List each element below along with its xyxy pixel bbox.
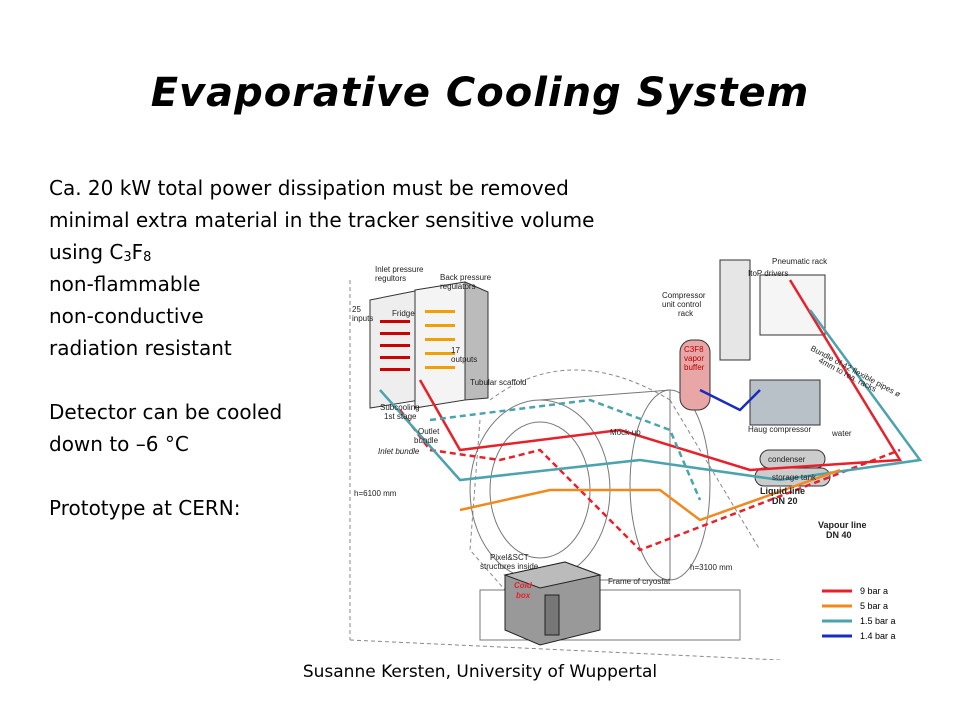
cooling-system-diagram: Inlet pressure regultors Back pressure r… bbox=[349, 257, 923, 660]
bullet-cooled-temp: down to –6 °C bbox=[49, 432, 189, 456]
label-fridge: Fridge bbox=[392, 309, 415, 318]
label-c3f8: C3F8 bbox=[684, 345, 704, 354]
label-haug: Haug compressor bbox=[748, 425, 811, 434]
footer-credit: Susanne Kersten, University of Wuppertal bbox=[302, 662, 658, 682]
label-compressor-rack-3: rack bbox=[678, 309, 694, 318]
label-pixel-2: structures inside bbox=[480, 562, 539, 571]
bullet-using: using C3F8 bbox=[49, 236, 594, 268]
label-outlet: Outlet bbox=[418, 427, 440, 436]
legend-label: 5 bar a bbox=[860, 601, 888, 611]
bullet-prototype: Prototype at CERN: bbox=[49, 496, 241, 520]
label-storage: storage tank bbox=[772, 473, 817, 482]
label-inlet-regulators: Inlet pressure bbox=[375, 265, 424, 274]
label-liquid-2: DN 20 bbox=[772, 496, 798, 506]
bullet-radiation: radiation resistant bbox=[49, 336, 232, 360]
pressure-legend: 9 bar a 5 bar a 1.5 bar a 1.4 bar a bbox=[822, 586, 896, 641]
slide-title: Evaporative Cooling System bbox=[150, 70, 810, 116]
label-frame: Frame of cryostat bbox=[608, 577, 671, 586]
legend-label: 9 bar a bbox=[860, 586, 888, 596]
label-back-regulators: Back pressure bbox=[440, 273, 492, 282]
label-inputs-num: 25 bbox=[352, 305, 361, 314]
f-subscript: 8 bbox=[143, 250, 152, 265]
label-pneumatic: Pneumatic rack bbox=[772, 257, 828, 266]
label-liquid: Liquid line bbox=[760, 486, 805, 496]
label-subcooling: Subcooling bbox=[380, 403, 420, 412]
label-tubular: Tubular scaffold bbox=[470, 378, 526, 387]
label-vapour: Vapour line bbox=[818, 520, 867, 530]
legend-label: 1.5 bar a bbox=[860, 616, 896, 626]
label-vapor: vapor bbox=[684, 354, 704, 363]
label-bundle42: Bundle of 42 flexible pipes ø bbox=[809, 344, 902, 399]
label-outputs: outputs bbox=[451, 355, 477, 364]
label-mockup: Mock-up bbox=[610, 428, 641, 437]
label-cold: Cold bbox=[514, 581, 533, 590]
label-compressor-rack: Compressor bbox=[662, 291, 706, 300]
label-inputs: inputs bbox=[352, 314, 373, 323]
label-condenser: condenser bbox=[768, 455, 806, 464]
f-letter: F bbox=[131, 240, 144, 264]
label-h6100: h=6100 mm bbox=[354, 489, 397, 498]
label-inlet-regulators-2: regultors bbox=[375, 274, 406, 283]
label-outputs-num: 17 bbox=[451, 346, 460, 355]
label-compressor-rack-2: unit control bbox=[662, 300, 701, 309]
label-back-regulators-2: regulators bbox=[440, 282, 476, 291]
bullet-nonflammable: non-flammable bbox=[49, 272, 201, 296]
label-buffer: buffer bbox=[684, 363, 705, 372]
c-subscript: 3 bbox=[123, 250, 132, 265]
bullet-power: Ca. 20 kW total power dissipation must b… bbox=[49, 176, 569, 200]
label-itop: ItoP drivers bbox=[748, 269, 788, 278]
bullet-cooled: Detector can be cooled bbox=[49, 400, 283, 424]
label-inlet-bundle: Inlet bundle bbox=[378, 447, 420, 456]
cold-box bbox=[503, 561, 602, 646]
bullet-material: minimal extra material in the tracker se… bbox=[49, 208, 595, 232]
label-water: water bbox=[831, 429, 852, 438]
legend-label: 1.4 bar a bbox=[860, 631, 896, 641]
label-outlet-2: bundle bbox=[414, 436, 439, 445]
label-vapour-2: DN 40 bbox=[826, 530, 852, 540]
label-h3100: h=3100 mm bbox=[690, 563, 733, 572]
back-regulator-rack bbox=[414, 281, 489, 409]
label-pixel: Pixel&SCT bbox=[490, 553, 529, 562]
label-subcooling-2: 1st stage bbox=[384, 412, 417, 421]
bullet-nonconductive: non-conductive bbox=[49, 304, 204, 328]
label-box: box bbox=[516, 591, 531, 600]
using-prefix: using C bbox=[49, 240, 124, 264]
bullet-list: Ca. 20 kW total power dissipation must b… bbox=[49, 172, 594, 524]
